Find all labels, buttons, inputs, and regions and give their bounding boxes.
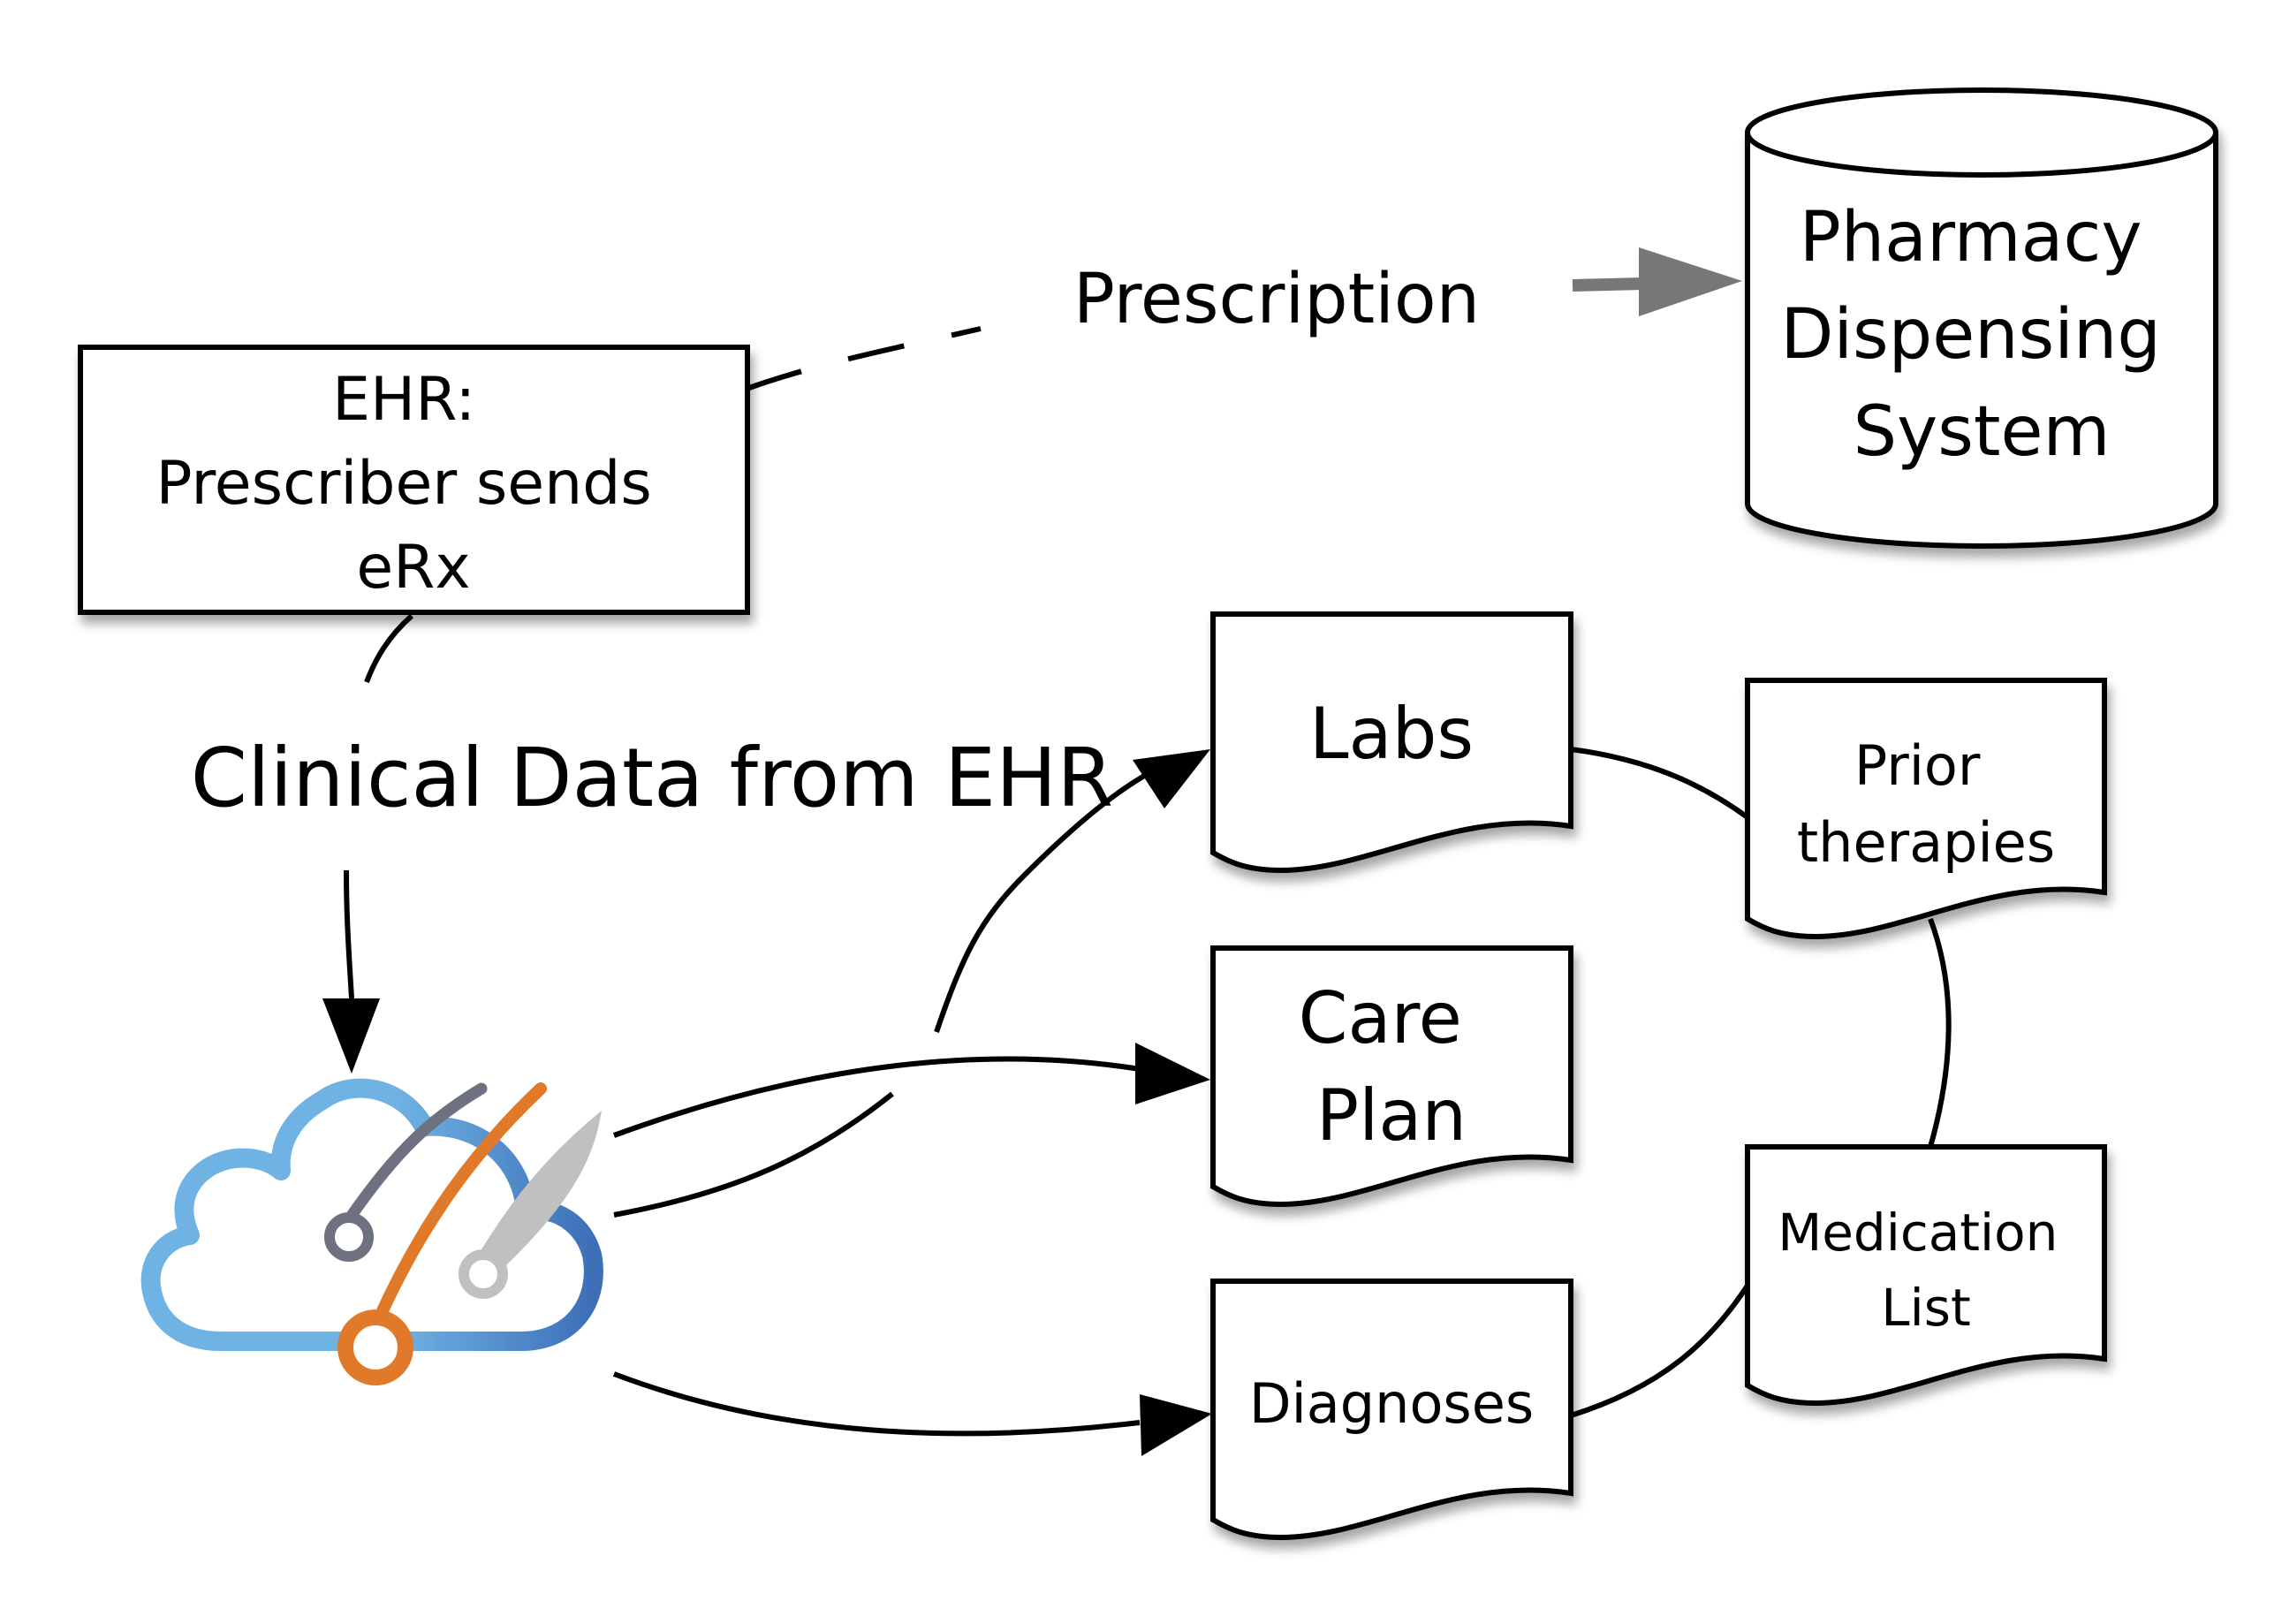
edge-prior-to-medlist (1928, 917, 1952, 1148)
edge-diagnoses-to-medlist (1570, 1284, 1750, 1418)
labs-arrowhead (1133, 749, 1210, 808)
diagnoses-arrowhead (1140, 1394, 1212, 1456)
care-plan-node[interactable] (1210, 945, 1573, 1208)
ehr-label: EHR: Prescriber sends eRx (156, 365, 671, 603)
pharmacy-label: Pharmacy Dispensing System (1780, 198, 2182, 472)
medication-list-node[interactable] (1745, 1144, 2107, 1407)
gauge-knob-orange (337, 1309, 413, 1385)
prescription-edge-start (746, 326, 982, 391)
labs-label: Labs (1309, 693, 1474, 775)
edge-logo-to-diagnoses (612, 1371, 1141, 1437)
ehr-node[interactable] (78, 345, 750, 615)
clinical-data-label: Clinical Data from EHR (191, 731, 1113, 825)
prior-therapies-node[interactable] (1745, 678, 2107, 940)
medication-list-label: Medication List (1778, 1203, 2074, 1338)
gauge-needle-orange (374, 1082, 547, 1323)
prescription-arrowhead (1639, 247, 1742, 316)
gauge-knob-gray (324, 1212, 374, 1262)
edge-logo-to-labs (934, 766, 1159, 1033)
careplan-arrowhead (1135, 1043, 1210, 1104)
cloud-gauge-logo-icon (140, 1078, 603, 1385)
edge-labs-to-prior (1570, 747, 1749, 820)
prescription-edge-end (1572, 277, 1644, 292)
clinical-edge-bottom (344, 869, 354, 999)
diagnoses-node[interactable] (1210, 1279, 1573, 1541)
pharmacy-node[interactable] (1745, 87, 2218, 549)
cloud-outline (140, 1078, 603, 1351)
gauge-knob-light (459, 1249, 508, 1299)
diagnoses-label: Diagnoses (1249, 1371, 1534, 1436)
prior-therapies-label: Prior therapies (1797, 733, 2055, 875)
prescription-label: Prescription (1073, 260, 1480, 339)
gauge-needle-light (480, 1111, 602, 1267)
clinical-edge-top (364, 613, 413, 684)
edge-logo-branch (613, 1091, 894, 1218)
care-plan-label: Care Plan (1299, 977, 1485, 1157)
labs-node[interactable] (1210, 611, 1573, 874)
clinical-arrowhead (322, 998, 380, 1074)
gauge-needle-gray (343, 1082, 488, 1226)
edge-logo-to-careplan (612, 1056, 1141, 1138)
